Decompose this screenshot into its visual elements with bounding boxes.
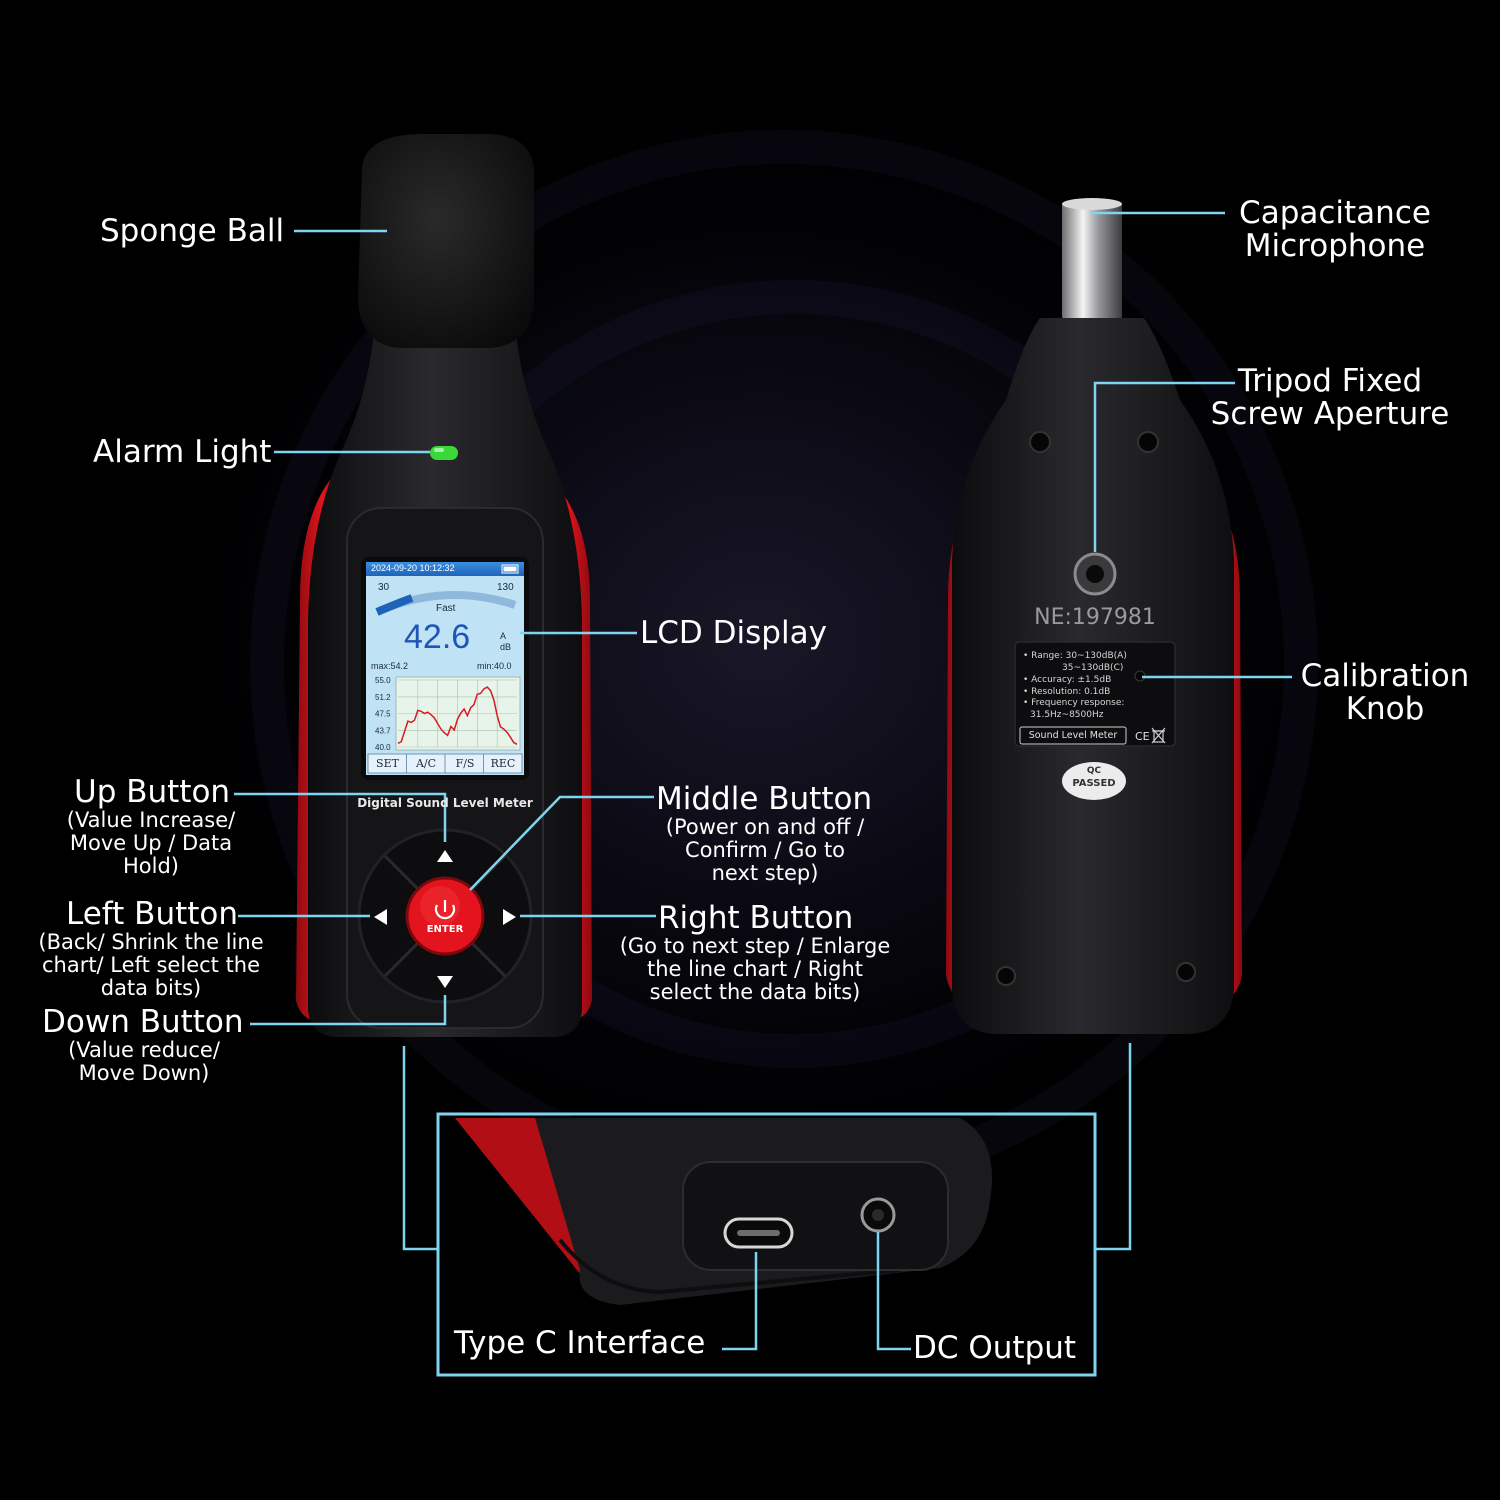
down-arrow-icon — [437, 976, 453, 988]
enter-button — [405, 876, 485, 956]
lcd-scale-min: 30 — [378, 582, 390, 593]
spec-line-frequency: • Frequency response: — [1023, 698, 1125, 708]
power-icon — [434, 904, 456, 920]
label-calibration-knob-2: Knob — [1345, 691, 1425, 727]
name-plate: Sound Level Meter — [1028, 730, 1118, 741]
lcd-softkey-rec: REC — [490, 757, 516, 770]
label-up-button-desc-3: Hold) — [123, 854, 179, 878]
lcd-softkey-set: SET — [376, 757, 399, 770]
label-right-button-desc-3: select the data bits) — [649, 980, 861, 1004]
lcd-max: max:54.2 — [371, 661, 409, 671]
lcd-unit-weight: A — [500, 631, 507, 641]
lcd-scale-max: 130 — [497, 582, 514, 593]
back-screw-hole — [996, 966, 1016, 986]
label-lcd-display: LCD Display — [640, 615, 827, 651]
front-device: 55.0 51.2 47.5 43.7 40.0 — [296, 134, 592, 1037]
closeup-port-panel — [682, 1161, 949, 1271]
label-dc-output: DC Output — [913, 1330, 1077, 1366]
label-middle-button: Middle Button — [656, 781, 873, 817]
label-right-button-desc-1: (Go to next step / Enlarge — [619, 934, 891, 958]
lcd-header-bar — [366, 562, 524, 576]
spec-line-range-c: 35~130dB(C) — [1062, 663, 1124, 673]
qc-stamp-line-2: PASSED — [1072, 778, 1116, 789]
label-middle-button-desc-1: (Power on and off / — [665, 815, 865, 839]
microphone-tube — [1062, 202, 1122, 320]
back-screw-hole — [1176, 962, 1196, 982]
label-middle-button-desc-3: next step) — [711, 861, 819, 885]
label-capacitance-microphone-1: Capacitance — [1239, 195, 1431, 231]
label-down-button: Down Button — [42, 1004, 244, 1040]
label-sponge-ball: Sponge Ball — [100, 213, 285, 249]
lcd-softkey-ac: A/C — [415, 757, 437, 770]
lcd-datetime: 2024-09-20 10:12:32 — [371, 563, 455, 573]
label-right-button: Right Button — [658, 900, 854, 936]
lcd-chart-series-line — [397, 686, 518, 745]
label-down-button-desc-1: (Value reduce/ — [68, 1038, 220, 1062]
battery-icon — [501, 564, 519, 574]
label-capacitance-microphone-2: Microphone — [1244, 228, 1426, 264]
left-arrow-icon — [374, 909, 387, 925]
label-down-button-desc-2: Move Down) — [78, 1061, 210, 1085]
ce-mark: CE — [1135, 730, 1150, 743]
lcd-min: min:40.0 — [477, 661, 512, 671]
label-up-button: Up Button — [74, 774, 231, 810]
lcd-softkey-fs: F/S — [455, 757, 475, 770]
spec-line-frequency-range: 31.5Hz~8500Hz — [1030, 710, 1104, 720]
lcd-chart-ytick-0: 55.0 — [375, 676, 391, 685]
lcd-chart-ytick-3: 43.7 — [375, 726, 391, 735]
label-tripod-screw-1: Tripod Fixed — [1237, 363, 1423, 399]
label-left-button: Left Button — [66, 896, 239, 932]
name-plate-frame — [1019, 726, 1127, 745]
sponge-ball — [358, 134, 534, 348]
lcd-mode: Fast — [436, 603, 456, 614]
lcd-gauge-level — [375, 594, 414, 616]
back-serial: NE:197981 — [1034, 605, 1156, 630]
label-up-button-desc-1: (Value Increase/ — [66, 808, 236, 832]
label-left-button-desc-2: chart/ Left select the — [41, 953, 261, 977]
label-type-c-interface: Type C Interface — [454, 1325, 706, 1361]
label-middle-button-desc-2: Confirm / Go to — [684, 838, 846, 862]
closeup-frame — [436, 1112, 1097, 1377]
label-left-button-desc-1: (Back/ Shrink the line — [38, 930, 264, 954]
label-calibration-knob-1: Calibration — [1300, 658, 1470, 694]
right-arrow-icon — [503, 909, 516, 925]
back-screw-hole — [1029, 431, 1051, 453]
back-screw-hole — [1137, 431, 1159, 453]
lcd-chart-ytick-1: 51.2 — [375, 693, 391, 702]
lcd-unit: dB — [500, 642, 512, 652]
spec-line-range: • Range: 30~130dB(A) — [1023, 651, 1127, 661]
front-brand-text: Digital Sound Level Meter — [357, 796, 533, 810]
back-device — [946, 198, 1242, 1034]
qc-stamp — [1062, 762, 1126, 800]
enter-label: ENTER — [426, 924, 464, 935]
label-right-button-desc-2: the line chart / Right — [646, 957, 864, 981]
spec-line-resolution: • Resolution: 0.1dB — [1023, 687, 1111, 697]
alarm-light — [430, 446, 458, 460]
lcd-chart-ytick-4: 40.0 — [375, 743, 391, 752]
label-tripod-screw-2: Screw Aperture — [1210, 396, 1450, 432]
lcd-chart-ytick-2: 47.5 — [375, 710, 391, 719]
qc-stamp-line-1: QC — [1086, 766, 1102, 776]
label-up-button-desc-2: Move Up / Data — [69, 831, 233, 855]
recycle-bin-icon — [1151, 727, 1166, 744]
label-alarm-light: Alarm Light — [93, 434, 272, 470]
lcd-chart-grid — [398, 679, 517, 748]
lcd-reading: 42.6 — [404, 618, 471, 656]
leader-lines — [234, 211, 1292, 1351]
spec-line-accuracy: • Accuracy: ±1.5dB — [1023, 675, 1112, 685]
label-left-button-desc-3: data bits) — [100, 976, 202, 1000]
spec-panel — [1014, 641, 1176, 747]
lcd-chart-ticks: 55.0 51.2 47.5 43.7 40.0 — [375, 676, 391, 752]
up-arrow-icon — [437, 850, 453, 862]
